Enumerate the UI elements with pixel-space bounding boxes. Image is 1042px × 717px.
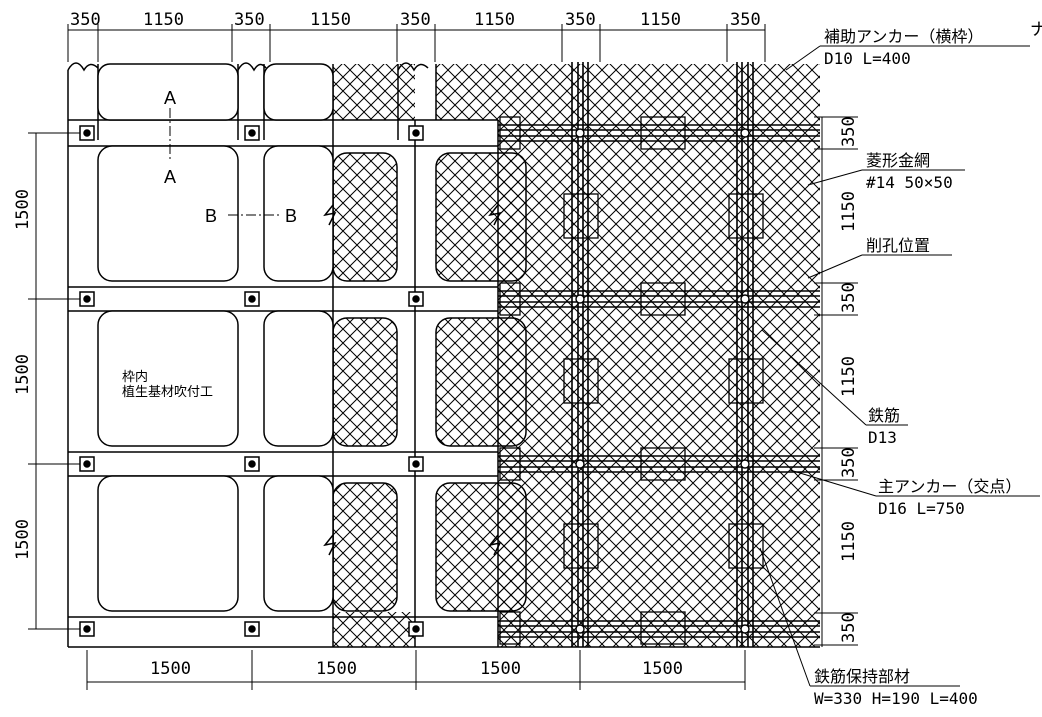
- svg-text:350: 350: [565, 10, 596, 30]
- callout-aux-anchor: 補助アンカー（横枠） D10 L=400: [824, 27, 983, 68]
- svg-text:菱形金網: 菱形金網: [866, 151, 930, 170]
- callout-main-anchor: 主アンカー（交点） D16 L=750: [878, 477, 1021, 518]
- left-dimension: [28, 132, 80, 630]
- svg-text:1500: 1500: [150, 659, 191, 679]
- svg-text:D13: D13: [868, 428, 897, 447]
- svg-text:D10 L=400: D10 L=400: [824, 49, 911, 68]
- svg-text:1500: 1500: [642, 659, 683, 679]
- svg-text:主アンカー（交点）: 主アンカー（交点）: [878, 477, 1021, 496]
- svg-text:350: 350: [839, 612, 859, 643]
- corner-mark: ナ: [1030, 20, 1042, 40]
- svg-text:1150: 1150: [143, 10, 184, 30]
- rebar-holders: [499, 116, 764, 645]
- svg-text:補助アンカー（横枠）: 補助アンカー（横枠）: [824, 27, 983, 46]
- svg-text:1500: 1500: [13, 519, 33, 560]
- svg-text:1150: 1150: [839, 356, 859, 397]
- section-a-bottom: A: [164, 167, 176, 187]
- svg-text:350: 350: [400, 10, 431, 30]
- callout-drill-position: 削孔位置: [866, 236, 930, 255]
- svg-text:1150: 1150: [640, 10, 681, 30]
- callout-rebar-holder: 鉄筋保持部材 W=330 H=190 L=400: [814, 667, 978, 708]
- wire-mesh-hatching: [332, 64, 820, 647]
- section-b-left: B: [205, 206, 217, 226]
- svg-text:D16 L=750: D16 L=750: [878, 499, 965, 518]
- svg-text:1500: 1500: [13, 189, 33, 230]
- svg-text:350: 350: [839, 447, 859, 478]
- section-b-right: B: [285, 206, 297, 226]
- svg-text:1500: 1500: [480, 659, 521, 679]
- svg-text:1150: 1150: [839, 191, 859, 232]
- inner-label-line1: 枠内: [122, 369, 148, 385]
- svg-text:W=330 H=190 L=400: W=330 H=190 L=400: [814, 689, 978, 708]
- bottom-dimension: [86, 650, 746, 690]
- section-markers: A A B B: [164, 88, 297, 226]
- svg-text:1500: 1500: [13, 354, 33, 395]
- planting-panels: [97, 63, 334, 612]
- right-dimension: [814, 116, 858, 647]
- svg-text:1500: 1500: [316, 659, 357, 679]
- leader-lines: [759, 45, 1040, 687]
- svg-text:鉄筋保持部材: 鉄筋保持部材: [814, 667, 910, 686]
- svg-text:#14 50×50: #14 50×50: [866, 173, 953, 192]
- bottom-dimension-values: 1500 1500 1500 1500: [150, 659, 683, 679]
- top-dimension-values: 350 1150 350 1150 350 1150 350 1150 350: [70, 10, 761, 30]
- inner-label-line2: 植生基材吹付工: [122, 385, 213, 400]
- svg-text:350: 350: [730, 10, 761, 30]
- main-anchor-points: [575, 128, 750, 634]
- svg-text:鉄筋: 鉄筋: [868, 406, 900, 425]
- svg-text:350: 350: [234, 10, 265, 30]
- svg-text:1150: 1150: [839, 521, 859, 562]
- svg-text:350: 350: [839, 282, 859, 313]
- svg-text:350: 350: [70, 10, 101, 30]
- break-marks: [323, 204, 502, 556]
- callout-rebar: 鉄筋 D13: [868, 406, 900, 447]
- svg-text:350: 350: [839, 116, 859, 147]
- rebar-grid: [498, 62, 820, 647]
- svg-text:1150: 1150: [310, 10, 351, 30]
- svg-text:削孔位置: 削孔位置: [866, 236, 930, 255]
- top-dimension: [67, 24, 766, 62]
- callout-wire-mesh: 菱形金網 #14 50×50: [866, 151, 953, 192]
- section-a-top: A: [164, 88, 176, 108]
- right-dimension-values: 350 1150 350 1150 350 1150 350: [839, 116, 859, 643]
- svg-text:1150: 1150: [474, 10, 515, 30]
- left-dimension-values: 1500 1500 1500: [13, 189, 33, 560]
